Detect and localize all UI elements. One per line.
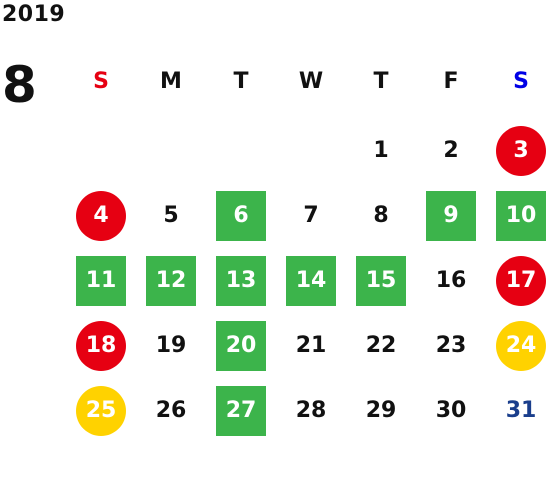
day-number-31: 31 [505,397,537,423]
day-cell-12[interactable]: 12 [136,248,206,313]
day-cell-15[interactable]: 15 [346,248,416,313]
day-number-16: 16 [435,267,467,293]
day-number-11: 11 [76,255,126,306]
weekday-tuesday: T [233,68,249,94]
day-number-20: 20 [216,320,266,371]
day-cell-1[interactable]: 1 [346,118,416,183]
day-number-19: 19 [155,332,187,358]
day-cell-26[interactable]: 26 [136,378,206,443]
day-cell-14[interactable]: 14 [276,248,346,313]
day-cell-19[interactable]: 19 [136,313,206,378]
day-number-30: 30 [435,397,467,423]
day-number-4: 4 [76,190,126,241]
day-number-24: 24 [496,320,546,371]
day-cell-22[interactable]: 22 [346,313,416,378]
day-number-27: 27 [216,385,266,436]
day-cell-16[interactable]: 16 [416,248,486,313]
day-number-26: 26 [155,397,187,423]
day-number-6: 6 [216,190,266,241]
day-cell-9[interactable]: 9 [416,183,486,248]
day-number-13: 13 [216,255,266,306]
day-number-22: 22 [365,332,397,358]
day-cell-31[interactable]: 31 [486,378,548,443]
day-cell-29[interactable]: 29 [346,378,416,443]
day-number-18: 18 [76,320,126,371]
day-cell-17[interactable]: 17 [486,248,548,313]
weekday-saturday: S [513,68,529,94]
day-number-12: 12 [146,255,196,306]
day-number-17: 17 [496,255,546,306]
day-cell-6[interactable]: 6 [206,183,276,248]
day-number-8: 8 [373,202,389,228]
day-number-28: 28 [295,397,327,423]
day-number-25: 25 [76,385,126,436]
day-number-5: 5 [163,202,179,228]
day-number-21: 21 [295,332,327,358]
day-cell-5[interactable]: 5 [136,183,206,248]
day-number-3: 3 [496,125,546,176]
day-number-9: 9 [426,190,476,241]
day-cell-11[interactable]: 11 [66,248,136,313]
day-cell-28[interactable]: 28 [276,378,346,443]
day-number-2: 2 [443,137,459,163]
day-number-7: 7 [303,202,319,228]
year-label: 2019 [2,2,66,27]
day-cell-2[interactable]: 2 [416,118,486,183]
day-cell-24[interactable]: 24 [486,313,548,378]
day-number-14: 14 [286,255,336,306]
day-number-23: 23 [435,332,467,358]
day-cell-3[interactable]: 3 [486,118,548,183]
day-number-10: 10 [496,190,546,241]
day-number-1: 1 [373,137,389,163]
day-cell-20[interactable]: 20 [206,313,276,378]
day-cell-18[interactable]: 18 [66,313,136,378]
weekday-sunday: S [93,68,109,94]
day-cell-8[interactable]: 8 [346,183,416,248]
weekday-friday: F [443,68,459,94]
day-number-29: 29 [365,397,397,423]
day-cell-7[interactable]: 7 [276,183,346,248]
day-cell-4[interactable]: 4 [66,183,136,248]
day-cell-23[interactable]: 23 [416,313,486,378]
weekday-wednesday: W [298,68,324,94]
day-cell-25[interactable]: 25 [66,378,136,443]
day-cell-27[interactable]: 27 [206,378,276,443]
day-cell-30[interactable]: 30 [416,378,486,443]
weekday-thursday: T [373,68,389,94]
day-cell-10[interactable]: 10 [486,183,548,248]
weekday-monday: M [160,68,182,94]
month-label: 8 [2,56,37,114]
day-cell-21[interactable]: 21 [276,313,346,378]
day-cell-13[interactable]: 13 [206,248,276,313]
day-number-15: 15 [356,255,406,306]
